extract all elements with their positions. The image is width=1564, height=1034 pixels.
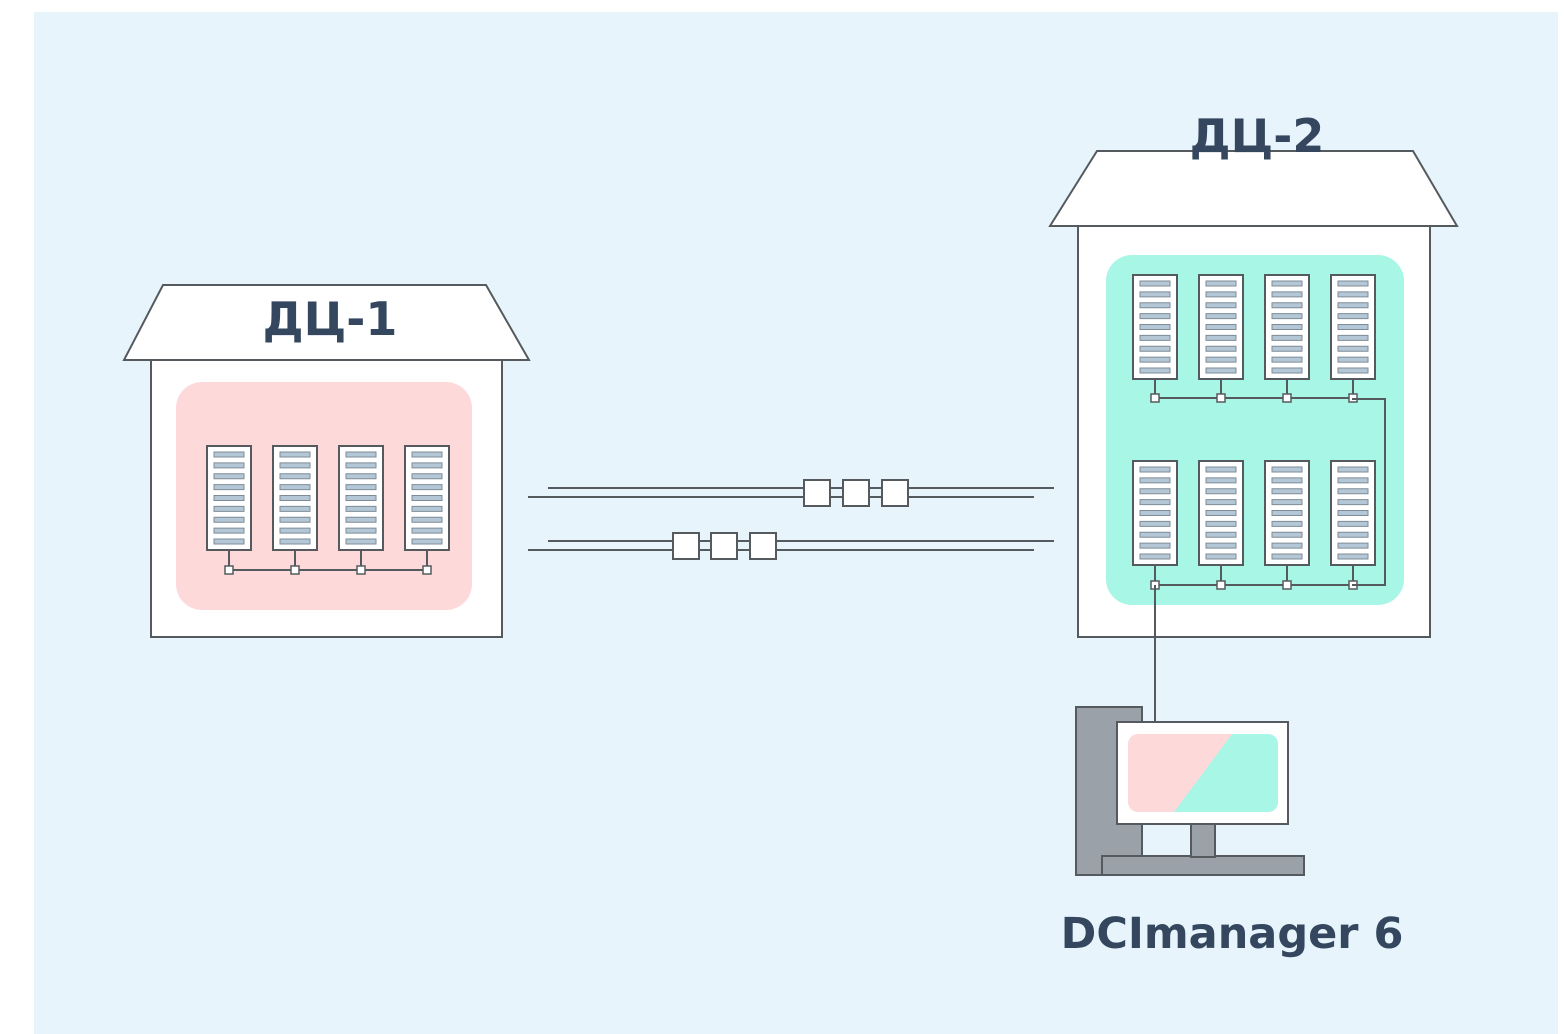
- link-repeaters-top: [803, 479, 909, 507]
- dc1-label: ДЦ-1: [263, 292, 398, 346]
- dc2-uplink-line: [1352, 398, 1386, 586]
- dc1-building: ДЦ-1: [122, 284, 531, 638]
- desk-base: [1101, 855, 1305, 876]
- server-rack-icon: [404, 445, 450, 575]
- network-port-icon: [290, 565, 300, 575]
- server-rack-icon: [272, 445, 318, 575]
- server-rack-icon: [1198, 274, 1244, 403]
- network-port-icon: [1282, 580, 1292, 590]
- network-link-icon: [528, 479, 1054, 560]
- network-port-icon: [1216, 393, 1226, 403]
- network-port-icon: [1216, 580, 1226, 590]
- dc2-server-zone: [1106, 255, 1404, 605]
- server-rack-icon: [1132, 460, 1178, 590]
- network-port-icon: [356, 565, 366, 575]
- dc1-rack-group: [206, 445, 450, 575]
- network-port-icon: [224, 565, 234, 575]
- server-rack-icon: [1132, 274, 1178, 403]
- dc2-label: ДЦ-2: [1190, 109, 1325, 163]
- server-rack-icon: [1264, 274, 1310, 403]
- server-rack-icon: [1198, 460, 1244, 590]
- monitor-stand: [1190, 823, 1216, 858]
- dc2-rack-group: [1132, 274, 1376, 590]
- manager-label: DCImanager 6: [1061, 909, 1404, 959]
- link-repeaters-bottom: [672, 532, 777, 560]
- server-rack-icon: [1330, 460, 1376, 590]
- server-rack-icon: [206, 445, 252, 575]
- server-rack-icon: [338, 445, 384, 575]
- dc2-building: ДЦ-2: [1048, 109, 1459, 638]
- server-rack-icon: [1264, 460, 1310, 590]
- network-port-icon: [422, 565, 432, 575]
- computer-workstation-icon: [1075, 585, 1305, 876]
- dc1-server-zone: [176, 382, 472, 610]
- monitor-screen: [1128, 734, 1278, 812]
- network-port-icon: [1282, 393, 1292, 403]
- network-port-icon: [1150, 393, 1160, 403]
